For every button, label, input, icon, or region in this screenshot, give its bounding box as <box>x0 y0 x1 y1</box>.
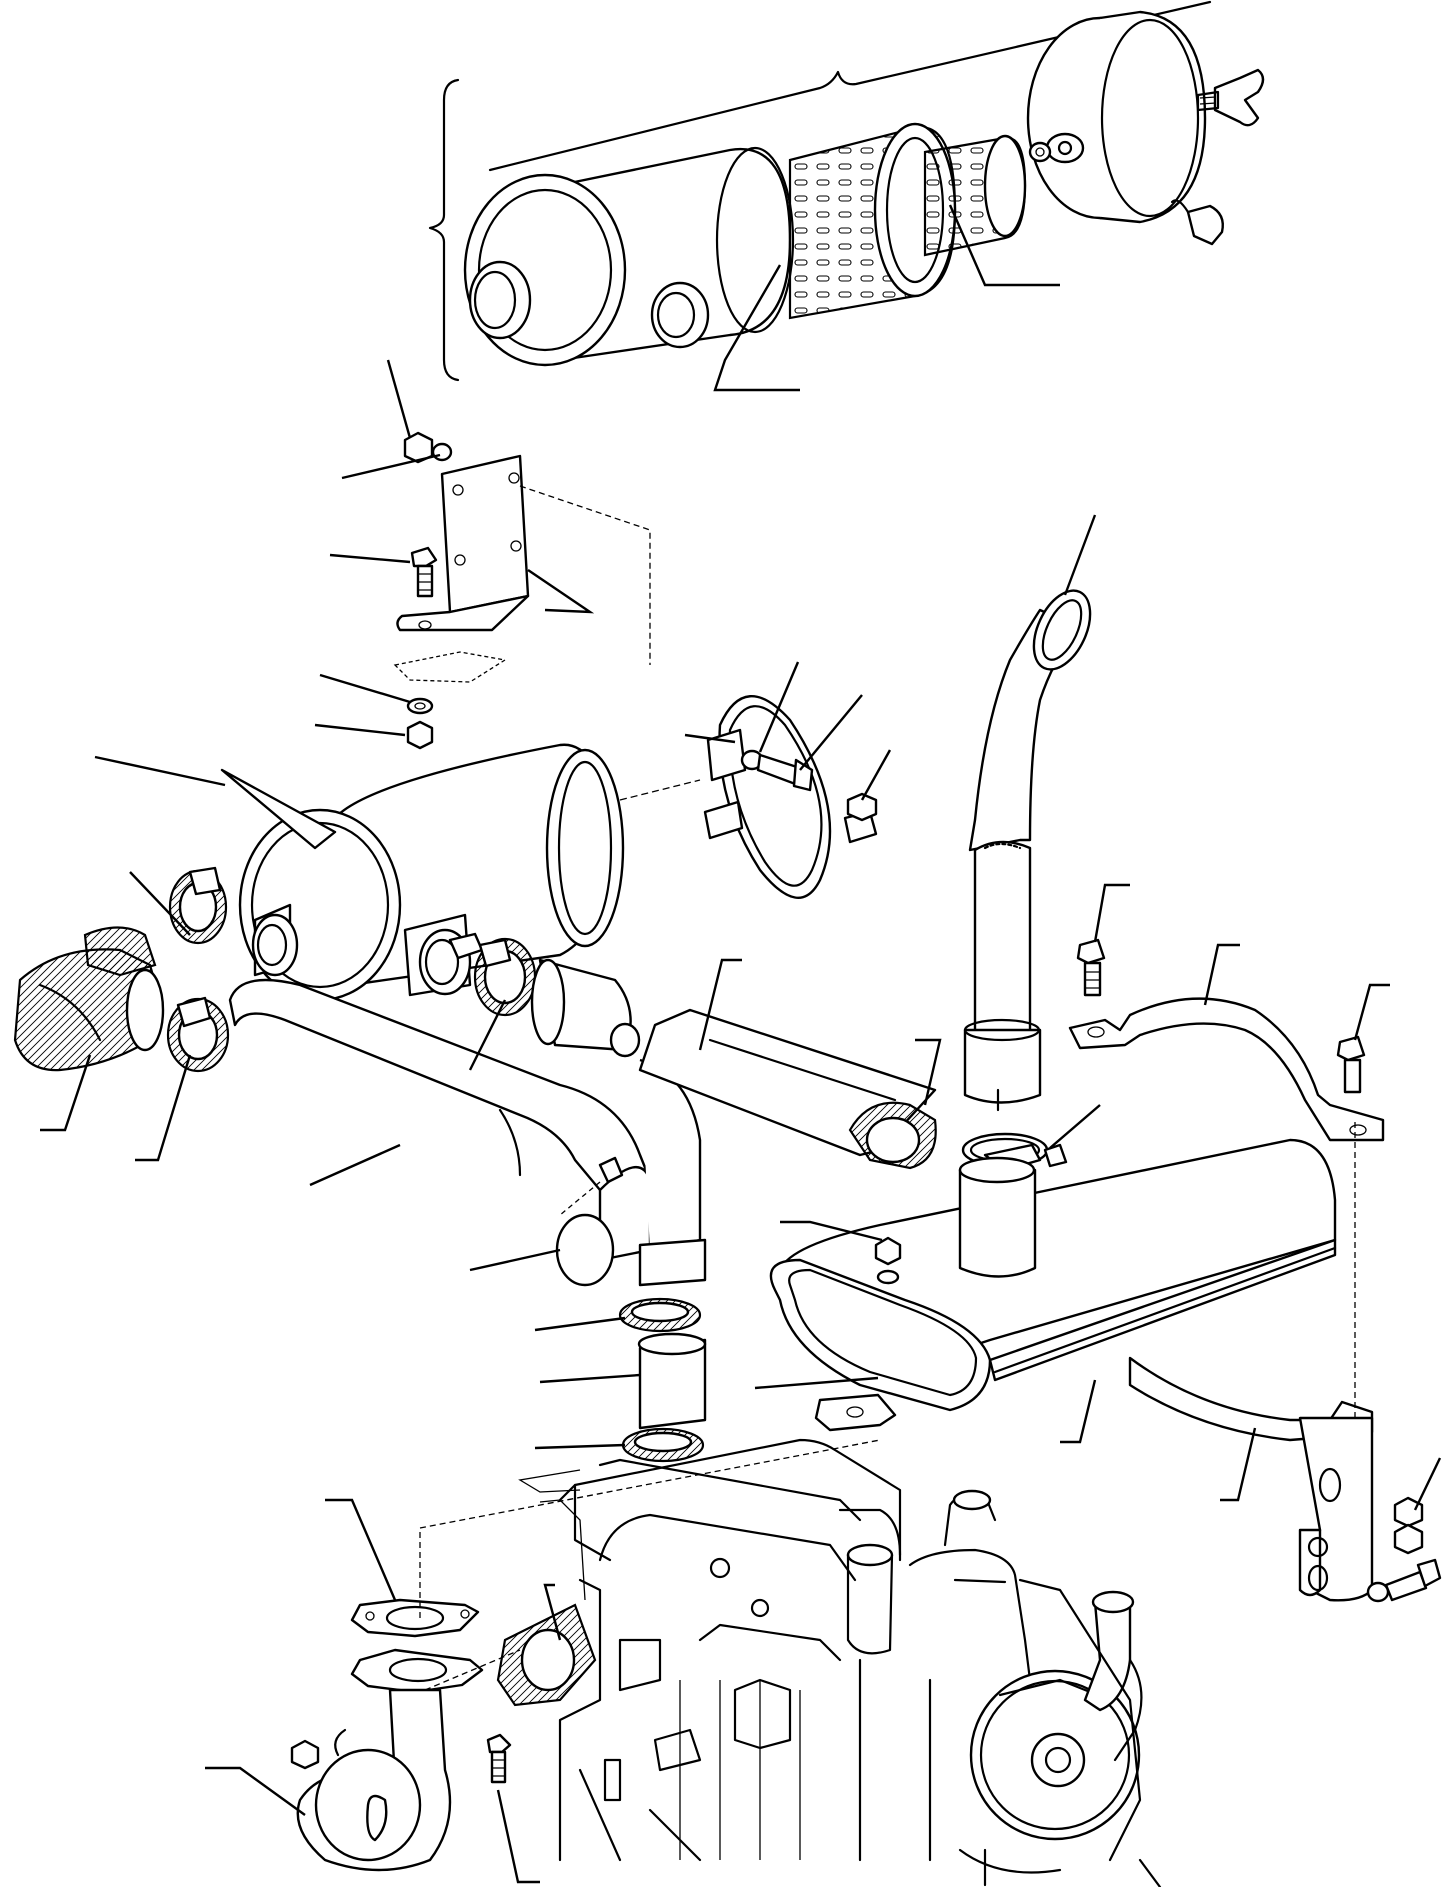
mounting-bracket <box>440 454 530 614</box>
muffler-straps <box>1068 883 1442 1603</box>
inner-filter-element <box>923 134 1027 257</box>
strap-nuts <box>1393 1496 1424 1555</box>
leader-nut-top <box>386 359 412 439</box>
leader-clamp-band <box>684 733 736 744</box>
leader-muffler <box>1060 1379 1097 1444</box>
hose-clip-middle <box>473 937 537 1017</box>
muffler-nut <box>874 1236 902 1285</box>
leader-inner-element <box>948 204 1060 287</box>
strap-bolt-side <box>1366 1558 1442 1603</box>
leader-gasket-side <box>543 1583 562 1641</box>
leader-strap-nuts <box>1413 1457 1442 1511</box>
engine-front-cover <box>928 1578 1162 1887</box>
leader-clamp-washer <box>758 661 800 753</box>
flexible-inlet-hose <box>13 926 165 1072</box>
hose-sleeve <box>618 1297 707 1463</box>
exhaust-elbow <box>296 1648 484 1872</box>
leader-exhaust-clamp <box>1049 1104 1101 1149</box>
leader-inlet-hose <box>40 1054 92 1132</box>
hose-clip-upper <box>168 866 228 945</box>
group-bracket-vertical <box>428 78 460 382</box>
upper-strap <box>1068 997 1385 1142</box>
clamp-nut <box>846 792 878 822</box>
leader-gasket-upper <box>325 1498 397 1601</box>
filter-housing <box>463 146 795 367</box>
leader-washer-top <box>341 453 441 480</box>
intake-hose-group <box>13 866 942 1463</box>
exhaust-elbow-group <box>205 1439 881 1884</box>
dust-valve <box>1170 199 1224 246</box>
leader-exhaust-elbow <box>205 1766 306 1816</box>
gasket-upper <box>350 1598 480 1638</box>
leader-upper-strap <box>1203 943 1240 1006</box>
engine-block <box>518 1438 1162 1887</box>
band-clamp <box>684 661 892 899</box>
wing-nut <box>1196 68 1265 127</box>
leader-sleeve-clip-bottom <box>534 1443 626 1450</box>
elbow-stud <box>486 1733 512 1784</box>
engine-top-gear-housing <box>908 1489 1032 1722</box>
lower-strap <box>1128 1356 1374 1602</box>
intake-pipe <box>228 978 707 1287</box>
exhaust-stack <box>963 514 1097 1112</box>
connecting-hose <box>638 1008 937 1170</box>
assembly-arrow <box>220 768 337 850</box>
mounting-bracket-group <box>314 359 651 750</box>
leader-assembly <box>94 755 226 787</box>
leader-muffler-nut <box>780 1220 883 1242</box>
leader-elbow-stud <box>496 1789 540 1884</box>
leader-bolt <box>329 553 411 564</box>
leader-clamp-bolt <box>799 694 863 771</box>
gasket-side <box>496 1603 597 1707</box>
bracket-bolt <box>410 546 438 598</box>
elbow-nut <box>290 1739 320 1770</box>
rubber-elbow <box>530 958 641 1058</box>
leader-lower-strap <box>1220 1427 1257 1502</box>
leader-bracket <box>527 569 595 614</box>
leader-muffler-washer <box>754 1376 879 1390</box>
bracket-nut-bottom <box>406 720 434 750</box>
leader-cap <box>469 1248 561 1272</box>
leader-strap-bolt-right <box>1353 983 1390 1041</box>
filter-exploded-group <box>428 0 1265 392</box>
leader-strap-bolt-upper <box>1093 883 1130 943</box>
air-cleaner-assembly <box>94 743 701 1002</box>
leader-exhaust-stack <box>1063 514 1097 596</box>
hose-clip-lower <box>166 996 230 1073</box>
leader-nut-bottom <box>314 723 406 737</box>
clamp-bolt <box>740 749 814 792</box>
leader-intake-pipe <box>309 1143 401 1187</box>
strap-bolt-upper <box>1076 938 1106 997</box>
bracket-washer <box>406 697 434 715</box>
leader-filter-housing <box>713 264 800 392</box>
strap-bolt-right <box>1336 1035 1366 1094</box>
leader-clip-middle <box>468 999 507 1071</box>
leader-clip-upper <box>129 871 191 936</box>
filter-cover <box>1026 10 1207 224</box>
leader-washer-bottom <box>319 673 411 704</box>
leader-clamp-nut <box>860 749 892 801</box>
leader-connecting-hose <box>698 958 742 1051</box>
leader-clip-lower <box>135 1054 192 1162</box>
water-pump-pulley <box>969 1669 1141 1841</box>
leader-sleeve <box>539 1373 641 1384</box>
group-bracket-horizontal <box>488 0 1212 172</box>
muffler <box>754 1138 1337 1444</box>
leader-sleeve-clip-top <box>534 1316 626 1332</box>
leader-hose-end <box>915 1038 942 1106</box>
